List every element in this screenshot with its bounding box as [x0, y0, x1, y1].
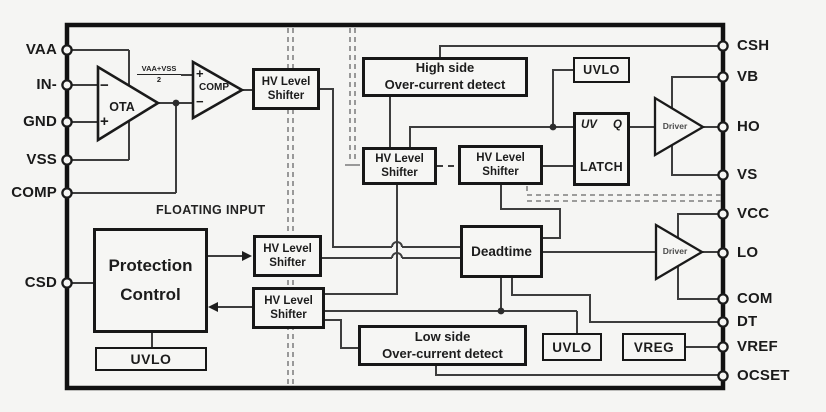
ota-minus-sign: − [100, 77, 109, 94]
low-ocd-line2: Over-current detect [382, 345, 503, 361]
comp-ref-denominator: 2 [156, 74, 162, 84]
hv-shifter-line2: Shifter [269, 257, 306, 269]
pin-label-vss: VSS [26, 151, 57, 168]
latch-q-output: Q [613, 119, 622, 131]
hv-level-shifter-protection-out: HV Level Shifter [253, 235, 322, 277]
comp-reference-value: VAA+VSS 2 [137, 64, 181, 84]
junction-dots [172, 99, 557, 315]
comp-label: COMP [199, 82, 229, 93]
deadtime-block: Deadtime [460, 225, 543, 278]
pin-circles [61, 40, 729, 382]
high-ocd-line2: Over-current detect [384, 77, 506, 92]
hv-shifter-line1: HV Level [261, 75, 311, 88]
pin-label-comp: COMP [11, 184, 57, 201]
triangle-symbols [96, 59, 706, 282]
pin-label-ho: HO [737, 118, 760, 135]
hv-level-shifter-mid-right: HV Level Shifter [458, 145, 543, 185]
hv-shifter-line2: Shifter [482, 166, 519, 178]
hv-shifter-line2: Shifter [267, 90, 305, 102]
ota-plus-sign: + [100, 113, 109, 130]
hv-shifter-line1: HV Level [264, 294, 313, 307]
hv-shifter-line1: HV Level [375, 152, 424, 165]
pin-label-in-: IN- [36, 76, 57, 93]
protection-line1: Protection [108, 256, 193, 276]
protection-control-block: Protection Control [93, 228, 208, 333]
ota-triangle [96, 64, 161, 143]
pin-label-gnd: GND [23, 113, 57, 130]
pin-label-vaa: VAA [25, 41, 57, 58]
comp-triangle [191, 59, 245, 121]
pin-label-vref: VREF [737, 338, 778, 355]
pin-label-com: COM [737, 290, 773, 307]
arrowheads [208, 251, 252, 312]
latch-uv-input: UV [581, 119, 597, 131]
hv-shifter-line2: Shifter [381, 167, 418, 179]
high-side-over-current-detect: High side Over-current detect [362, 57, 528, 97]
hv-shifter-line2: Shifter [270, 309, 307, 321]
latch-block: UV Q LATCH [573, 112, 630, 186]
hv-level-shifter-mid-left: HV Level Shifter [362, 147, 437, 185]
latch-label: LATCH [580, 160, 623, 174]
high-ocd-line1: High side [415, 60, 475, 76]
pin-label-csh: CSH [737, 37, 770, 54]
low-side-over-current-detect: Low side Over-current detect [358, 325, 527, 366]
high-driver-label: Driver [662, 121, 688, 131]
vreg-block: VREG [622, 333, 686, 361]
chip-outline [64, 22, 726, 391]
floating-input-label: FLOATING INPUT [156, 203, 266, 217]
uvlo-high-side: UVLO [573, 57, 630, 83]
high-driver-triangle [653, 95, 706, 158]
hv-level-shifter-protection-in: HV Level Shifter [252, 287, 325, 329]
uvlo-protection: UVLO [95, 347, 207, 371]
comp-plus-sign: + [196, 66, 204, 81]
low-ocd-line1: Low side [414, 328, 471, 344]
low-driver-label: Driver [662, 246, 688, 256]
pin-label-lo: LO [737, 244, 759, 261]
uvlo-low-side: UVLO [542, 333, 602, 361]
low-driver-triangle [654, 222, 705, 282]
pin-label-dt: DT [737, 313, 758, 330]
ota-label: OTA [109, 100, 135, 114]
comp-minus-sign: − [196, 94, 204, 109]
hv-level-shifter-input: HV Level Shifter [252, 68, 320, 110]
pin-label-ocset: OCSET [737, 367, 790, 384]
comp-ref-numerator: VAA+VSS [137, 64, 181, 75]
hv-shifter-line1: HV Level [476, 151, 525, 164]
pin-label-vs: VS [737, 166, 758, 183]
protection-line2: Control [120, 284, 181, 304]
pin-label-vb: VB [737, 68, 759, 85]
pin-label-csd: CSD [24, 274, 57, 291]
pin-label-vcc: VCC [737, 205, 770, 222]
hv-shifter-line1: HV Level [263, 242, 312, 255]
signal-wires [67, 45, 723, 376]
